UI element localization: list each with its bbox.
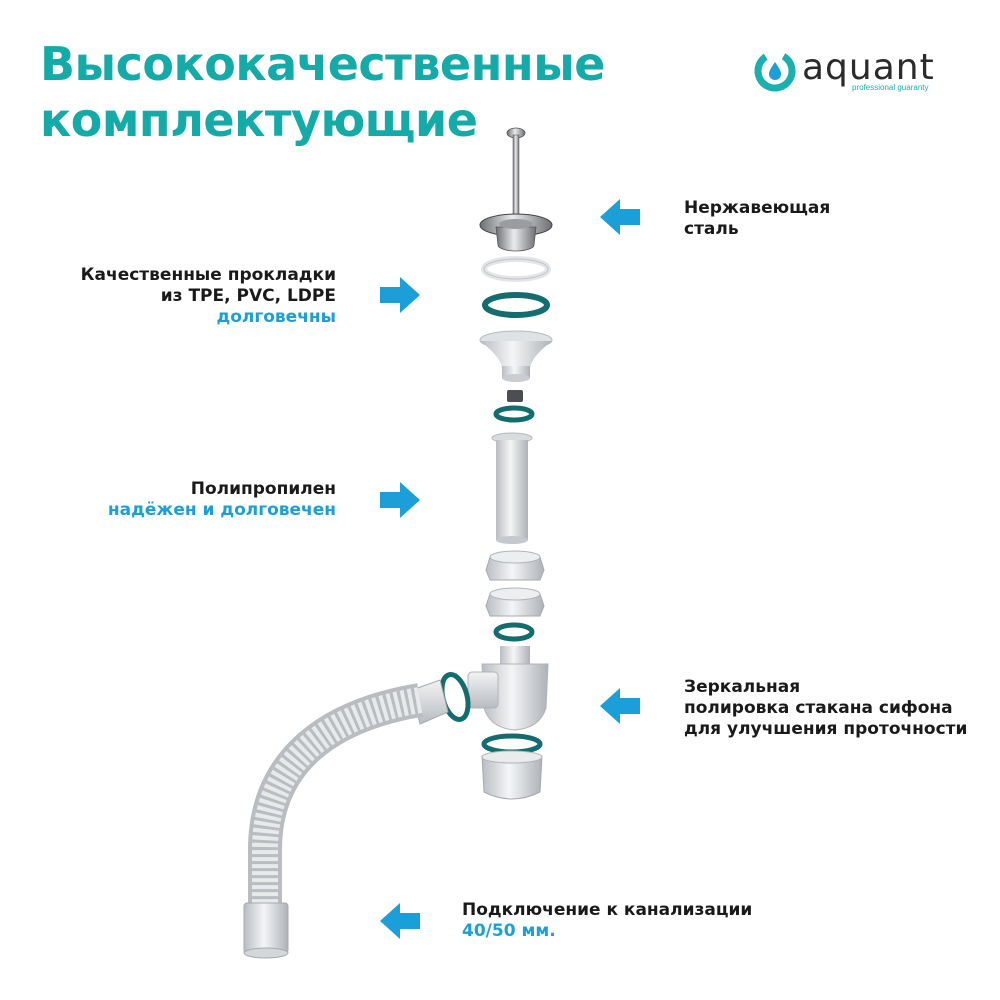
- callout-polish-line-3: для улучшения проточности: [684, 719, 968, 739]
- union-nut-1: [485, 550, 545, 581]
- callout-polypropylene-accent: надёжен и долговечен: [107, 500, 336, 520]
- callout-polypropylene: Полипропилен надёжен и долговечен: [108, 479, 336, 521]
- callout-gaskets-accent: долговечны: [216, 307, 337, 327]
- small-nut: [507, 390, 523, 402]
- callout-steel-line-2: сталь: [684, 219, 739, 239]
- callout-gaskets: Качественные прокладки из TPE, PVC, LDPE…: [81, 265, 336, 328]
- aquant-logo-icon: [754, 50, 796, 92]
- steel-strainer: [479, 213, 553, 252]
- arrow-right-icon: [380, 277, 420, 313]
- title-line-2: комплектующие: [40, 93, 478, 147]
- callout-connection-accent: 40/50 мм.: [462, 921, 556, 941]
- callout-steel: Нержавеющая сталь: [684, 198, 830, 240]
- logo-wordmark: aquant: [802, 47, 935, 88]
- callout-steel-line-1: Нержавеющая: [684, 198, 831, 218]
- arrow-left-icon: [380, 903, 420, 939]
- callout-connection: Подключение к канализации 40/50 мм.: [462, 900, 752, 942]
- union-nut-2: [485, 587, 545, 617]
- polypropylene-tube: [491, 432, 533, 544]
- teal-gasket-large: [482, 292, 550, 318]
- logo-tagline: professional guaranty: [852, 83, 929, 92]
- page-title: Высококачественные комплектующие: [40, 36, 660, 148]
- arrow-left-icon: [600, 199, 640, 235]
- arrow-right-icon: [380, 482, 420, 518]
- arrow-left-icon: [600, 688, 640, 724]
- callout-polish-line-1: Зеркальная: [684, 677, 801, 697]
- teal-gasket-siphon-top: [493, 622, 535, 642]
- plastic-funnel: [479, 330, 553, 382]
- callout-polish: Зеркальная полировка стакана сифона для …: [684, 677, 967, 740]
- siphon-body: [467, 646, 549, 731]
- teal-gasket-small: [493, 405, 535, 423]
- corrugated-hose: [243, 683, 423, 959]
- callout-gaskets-line-2: из TPE, PVC, LDPE: [160, 286, 336, 306]
- callout-connection-line-1: Подключение к канализации: [462, 900, 753, 920]
- callout-polypropylene-line-1: Полипропилен: [190, 479, 336, 499]
- title-line-1: Высококачественные: [40, 37, 606, 91]
- callout-polish-line-2: полировка стакана сифона: [684, 698, 953, 718]
- callout-gaskets-line-1: Качественные прокладки: [80, 265, 336, 285]
- steel-screw: [506, 127, 526, 216]
- teal-gasket-bottom: [481, 733, 543, 755]
- polished-cup: [481, 750, 543, 800]
- brand-logo: aquant professional guaranty: [752, 48, 962, 98]
